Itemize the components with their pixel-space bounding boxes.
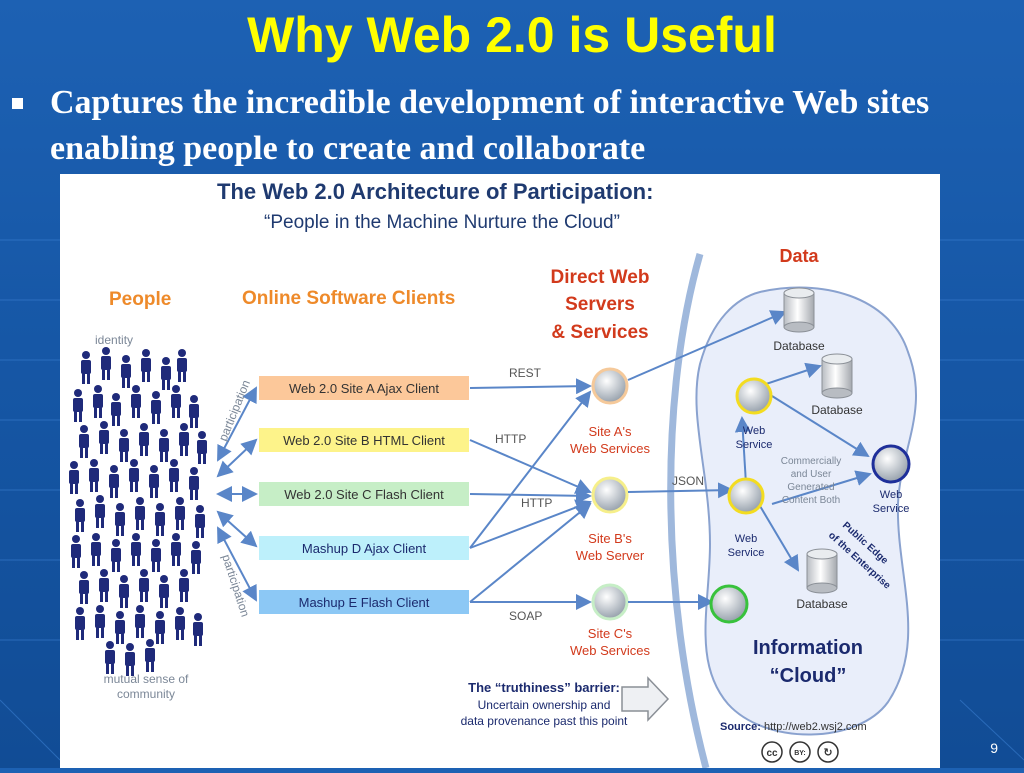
client-server-arrows	[469, 378, 592, 610]
database-label-3: Database	[796, 597, 848, 611]
servers-heading-1: Direct Web	[551, 267, 650, 288]
barrier-title: The “truthiness” barrier:	[468, 680, 620, 695]
web-service-label-1a: Web	[743, 425, 765, 437]
slide-title: Why Web 2.0 is Useful	[247, 7, 777, 63]
client-label-d: Mashup D Ajax Client	[302, 541, 427, 556]
servers-heading-2: Servers	[565, 294, 635, 315]
web-service-node-1	[735, 377, 773, 415]
web-service-label-2b: Service	[728, 547, 765, 559]
source-url: http://web2.wsj2.com	[764, 721, 867, 733]
by-icon-text: BY:	[794, 750, 806, 757]
people-heading: People	[109, 289, 171, 310]
client-label-a: Web 2.0 Site A Ajax Client	[289, 381, 439, 396]
web-service-label-3b: Service	[873, 503, 910, 515]
server-label-b-2: Web Server	[576, 548, 645, 563]
barrier-arrow-icon	[621, 676, 670, 722]
web-service-label-1b: Service	[736, 439, 773, 451]
web-service-node-3	[871, 444, 911, 484]
database-icon-3	[806, 548, 838, 594]
architecture-figure: The Web 2.0 Architecture of Participatio…	[60, 174, 940, 769]
client-label-e: Mashup E Flash Client	[299, 595, 430, 610]
source-label: Source:	[720, 721, 761, 733]
server-node-c	[591, 583, 629, 621]
attribution-icon: BY:	[789, 741, 811, 763]
server-data-arrows	[627, 310, 872, 610]
architecture-diagram: The Web 2.0 Architecture of Participatio…	[69, 179, 917, 769]
protocol-http-2: HTTP	[521, 496, 552, 510]
commercial-label-2: and User	[791, 469, 832, 480]
client-box-a: Web 2.0 Site A Ajax Client	[259, 376, 469, 400]
web-service-label-3a: Web	[880, 489, 902, 501]
client-box-b: Web 2.0 Site B HTML Client	[259, 428, 469, 452]
server-label-c-1: Site C's	[588, 626, 633, 641]
page-number: 9	[990, 740, 998, 756]
barrier-line-1: Uncertain ownership and	[478, 698, 611, 712]
bullet-square-icon	[12, 98, 23, 109]
server-label-a-2: Web Services	[570, 441, 650, 456]
server-label-c-2: Web Services	[570, 643, 650, 658]
diagram-subtitle: “People in the Machine Nurture the Cloud…	[264, 212, 620, 233]
data-heading: Data	[779, 246, 819, 266]
data-service-node-c	[709, 584, 749, 624]
community-label-1: mutual sense of	[104, 672, 189, 686]
people-crowd-icon	[69, 347, 207, 676]
server-label-b-1: Site B's	[588, 531, 632, 546]
barrier-line-2: data provenance past this point	[461, 714, 628, 728]
cloud-label-2: “Cloud”	[770, 665, 847, 687]
protocol-rest: REST	[509, 366, 542, 380]
client-box-c: Web 2.0 Site C Flash Client	[259, 482, 469, 506]
participation-label-top: participation	[216, 378, 253, 443]
client-label-b: Web 2.0 Site B HTML Client	[283, 433, 445, 448]
servers-heading-3: & Services	[551, 322, 648, 343]
web-service-node-2	[727, 477, 765, 515]
commercial-label-4: Content Both	[782, 495, 840, 506]
identity-label: identity	[95, 333, 133, 347]
server-label-a-1: Site A's	[589, 424, 632, 439]
cc-icon-text: cc	[766, 748, 778, 759]
creative-commons-icon: cc	[761, 741, 783, 763]
database-icon-2	[821, 353, 853, 399]
server-node-b	[591, 476, 629, 514]
database-label-1: Database	[773, 339, 825, 353]
protocol-json: JSON	[672, 474, 704, 488]
client-box-e: Mashup E Flash Client	[259, 590, 469, 614]
client-label-c: Web 2.0 Site C Flash Client	[284, 487, 444, 502]
clients-heading: Online Software Clients	[242, 288, 455, 309]
share-alike-icon: ↻	[817, 741, 839, 763]
diagram-title: The Web 2.0 Architecture of Participatio…	[217, 179, 653, 204]
truthiness-barrier-line	[667, 253, 710, 769]
protocol-http-1: HTTP	[495, 432, 526, 446]
cloud-label-1: Information	[753, 637, 863, 659]
sa-icon-text: ↻	[823, 747, 832, 759]
participation-arrows	[216, 386, 258, 602]
protocol-soap: SOAP	[509, 609, 542, 623]
web-service-label-2a: Web	[735, 533, 757, 545]
community-label-2: community	[117, 687, 175, 701]
server-node-a	[591, 367, 629, 405]
commercial-label-1: Commercially	[781, 456, 842, 467]
bullet-text: Captures the incredible development of i…	[50, 84, 930, 167]
database-icon-1	[783, 287, 815, 333]
client-box-d: Mashup D Ajax Client	[259, 536, 469, 560]
commercial-label-3: Generated	[787, 482, 834, 493]
database-label-2: Database	[811, 403, 863, 417]
